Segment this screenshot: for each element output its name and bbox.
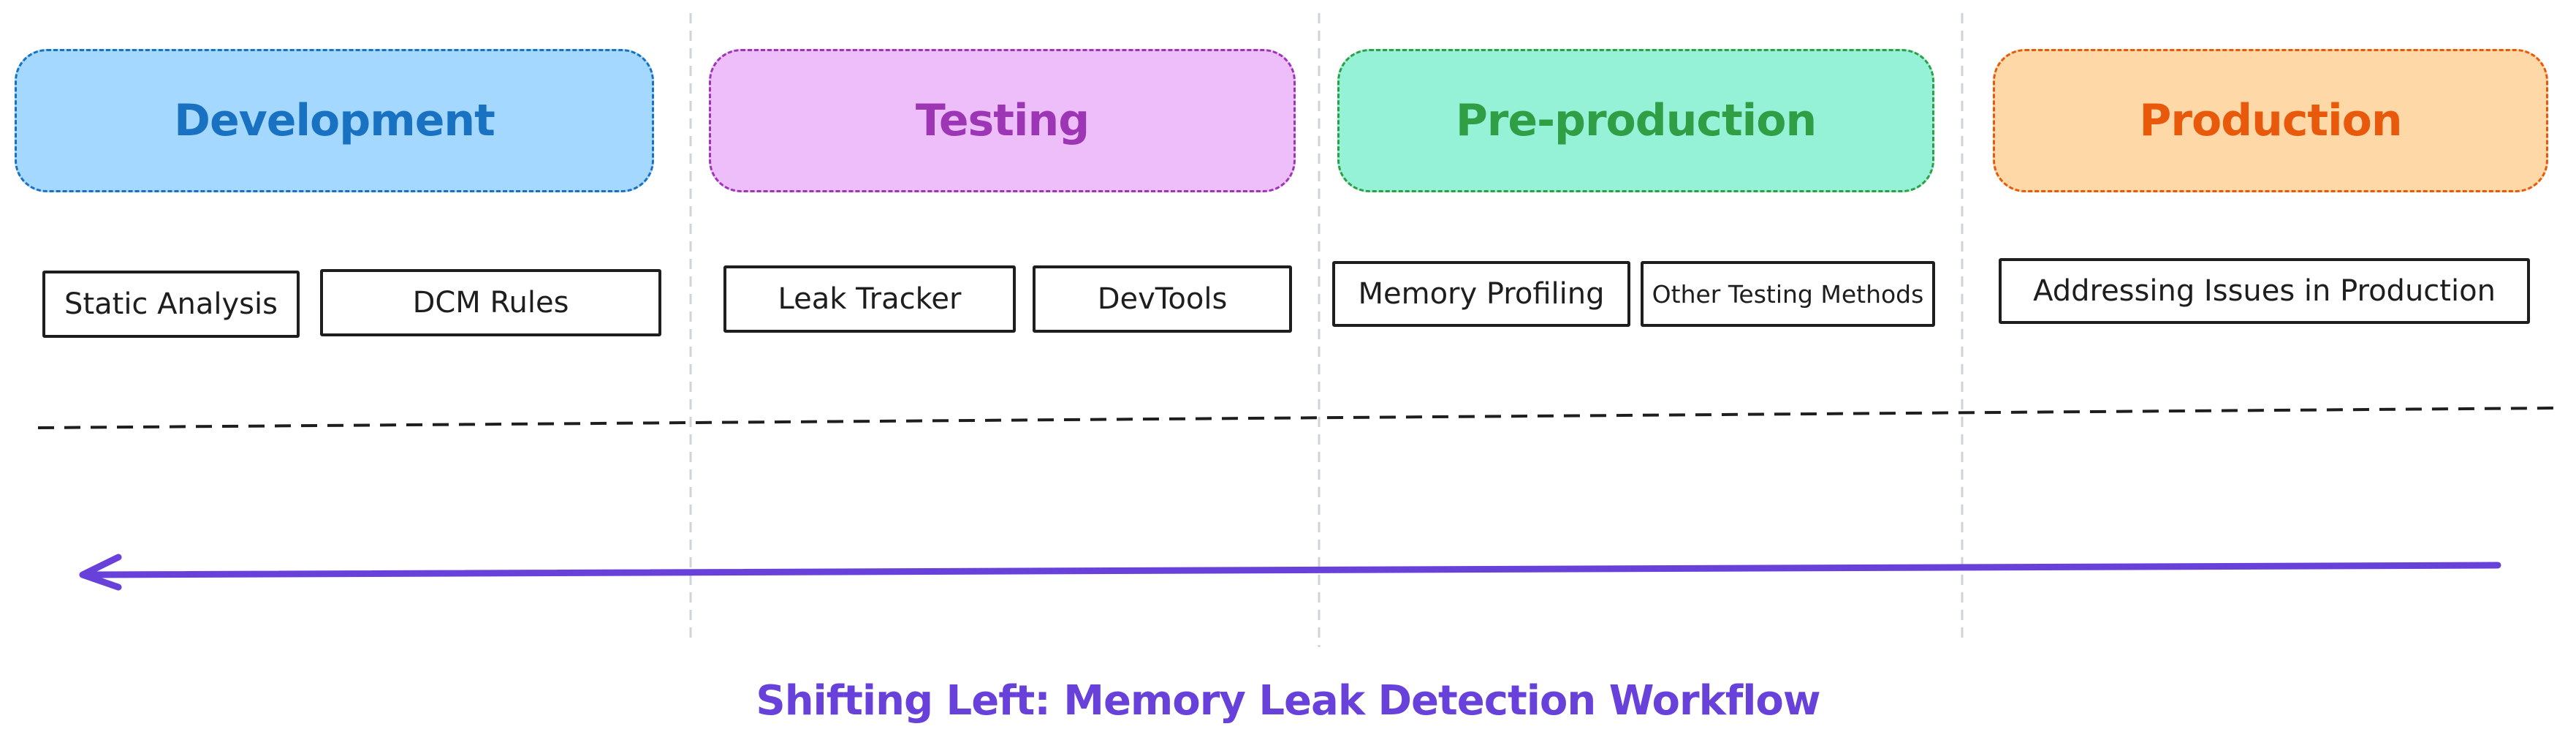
- horizontal-divider: [37, 407, 2558, 429]
- stage-production: Production: [1993, 49, 2548, 192]
- tool-static-analysis: Static Analysis: [42, 271, 300, 338]
- tool-label: DevTools: [1097, 282, 1228, 316]
- tool-devtools: DevTools: [1033, 265, 1292, 333]
- stage-testing: Testing: [709, 49, 1296, 192]
- tool-label: Memory Profiling: [1358, 277, 1605, 311]
- stage-pre-production: Pre-production: [1337, 49, 1934, 192]
- tool-label: Other Testing Methods: [1652, 279, 1924, 309]
- tool-dcm-rules: DCM Rules: [320, 269, 661, 336]
- tool-label: Addressing Issues in Production: [2033, 274, 2496, 308]
- tool-label: Static Analysis: [64, 287, 278, 321]
- tool-addressing-issues-in-production: Addressing Issues in Production: [1999, 258, 2530, 324]
- tool-leak-tracker: Leak Tracker: [723, 265, 1016, 333]
- tool-label: Leak Tracker: [778, 282, 962, 316]
- tool-label: DCM Rules: [412, 286, 569, 320]
- diagram-title-text: Shifting Left: Memory Leak Detection Wor…: [756, 676, 1820, 725]
- stage-label: Development: [174, 95, 495, 146]
- stage-label: Production: [2139, 95, 2402, 146]
- stage-label: Testing: [915, 95, 1090, 146]
- stage-label: Pre-production: [1455, 95, 1817, 146]
- stage-development: Development: [15, 49, 654, 192]
- diagram-title: Shifting Left: Memory Leak Detection Wor…: [0, 664, 2576, 737]
- tool-other-testing-methods: Other Testing Methods: [1641, 261, 1935, 327]
- tool-memory-profiling: Memory Profiling: [1332, 261, 1630, 327]
- shift-left-arrow-shaft: [83, 562, 2501, 578]
- shift-left-arrow-head: [79, 554, 122, 591]
